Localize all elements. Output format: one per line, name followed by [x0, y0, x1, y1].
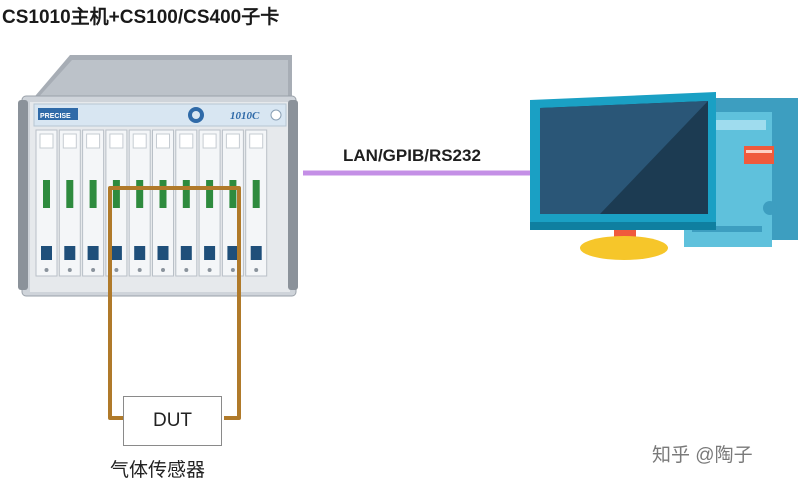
chassis-model-text: 1010C	[230, 110, 260, 122]
card-slot	[245, 129, 268, 277]
connection-label: LAN/GPIB/RS232	[343, 146, 481, 165]
card-slot	[128, 129, 151, 277]
card-slot	[58, 129, 81, 277]
card-slot	[152, 129, 174, 277]
card-slots	[35, 129, 268, 277]
sensor-label: 气体传感器	[110, 460, 206, 481]
dut-box: DUT	[123, 396, 222, 446]
card-slot	[198, 129, 221, 277]
computer-icon	[530, 92, 798, 260]
watermark: 知乎 @陶子	[652, 445, 753, 466]
dut-label: DUT	[152, 410, 193, 431]
card-slot	[175, 129, 198, 277]
chassis-brand-text: PRECISE	[40, 113, 71, 120]
card-slot	[82, 129, 105, 277]
dut-wire	[108, 186, 241, 420]
card-slot	[35, 129, 58, 277]
diagram-title: CS1010主机+CS100/CS400子卡	[2, 7, 280, 28]
